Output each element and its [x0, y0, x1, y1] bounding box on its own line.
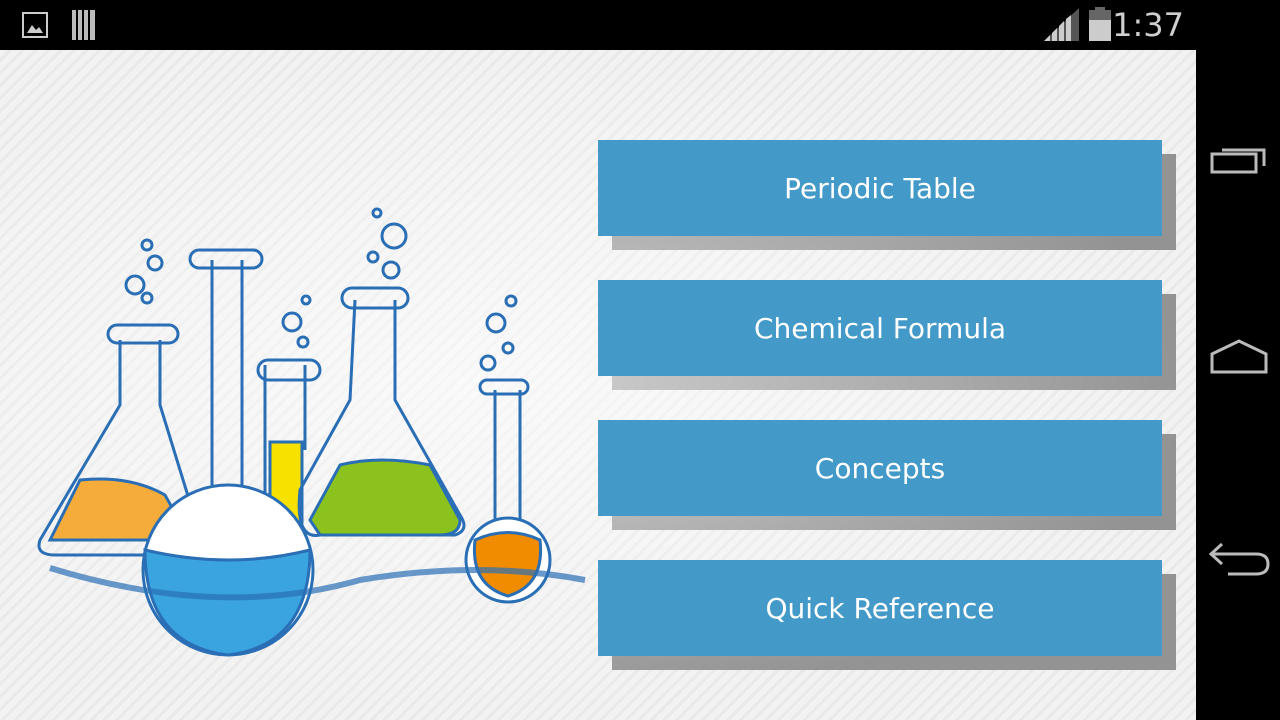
quick-reference-button-wrap: Quick Reference — [598, 560, 1176, 670]
main-screen: Periodic Table Chemical Formula Concepts… — [0, 50, 1196, 720]
recent-apps-icon[interactable] — [1210, 142, 1268, 176]
periodic-table-button-wrap: Periodic Table — [598, 140, 1176, 250]
signal-icon — [1044, 8, 1079, 41]
chemical-formula-button[interactable]: Chemical Formula — [598, 280, 1162, 376]
quick-reference-button[interactable]: Quick Reference — [598, 560, 1162, 656]
battery-icon — [1089, 7, 1111, 41]
periodic-table-button[interactable]: Periodic Table — [598, 140, 1162, 236]
status-bar: 1:37 — [0, 0, 1196, 50]
home-icon[interactable] — [1210, 338, 1268, 376]
navigation-bar — [1196, 0, 1280, 720]
clock: 1:37 — [1112, 6, 1184, 44]
concepts-button[interactable]: Concepts — [598, 420, 1162, 516]
barcode-notification-icon — [72, 10, 95, 40]
image-notification-icon — [22, 12, 48, 38]
chemical-formula-button-wrap: Chemical Formula — [598, 280, 1176, 390]
concepts-button-wrap: Concepts — [598, 420, 1176, 530]
back-icon[interactable] — [1208, 538, 1270, 578]
chemistry-flasks-illustration — [37, 207, 586, 657]
